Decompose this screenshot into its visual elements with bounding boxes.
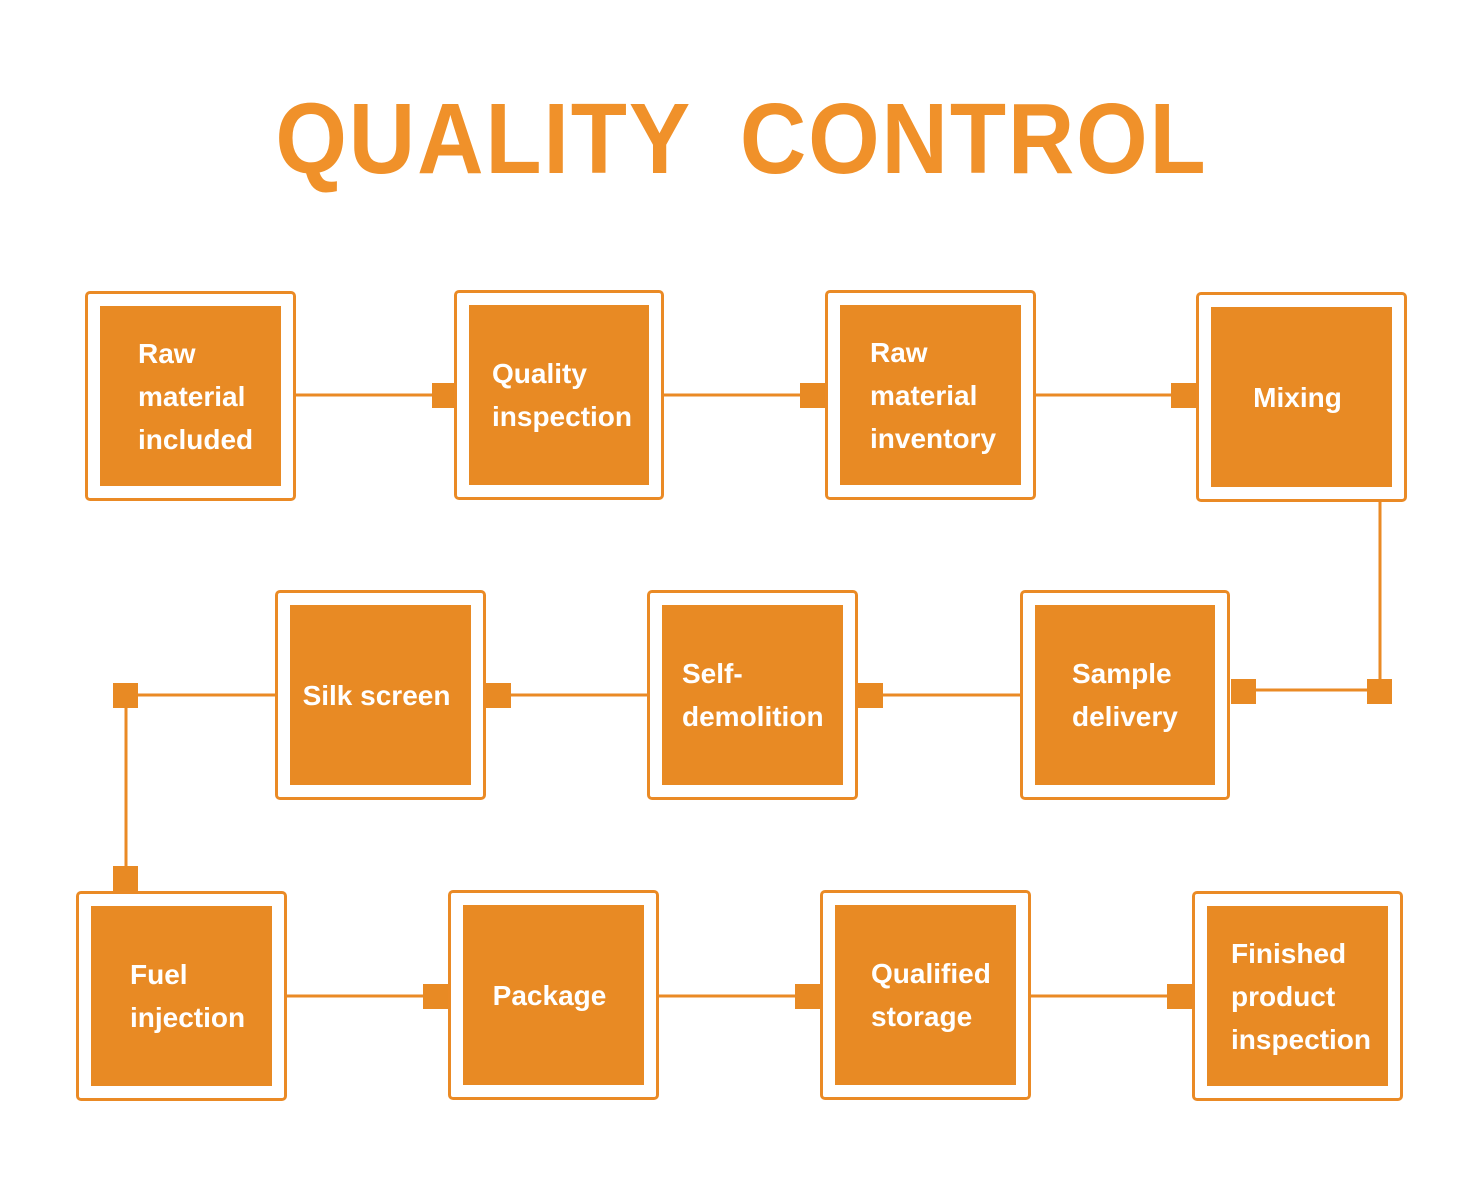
step-label: Raw material included xyxy=(138,337,254,455)
connector-bend-7-8 xyxy=(113,683,138,708)
step-label: Silk screen xyxy=(302,679,451,711)
step-raw-material-included: Raw material included xyxy=(85,291,296,501)
connector-node-2 xyxy=(432,383,457,408)
step-fuel-injection: Fuel injection xyxy=(76,891,287,1101)
connector-node-10 xyxy=(795,984,820,1009)
step-self-demolition: Self- demolition xyxy=(647,590,858,800)
step-label: Fuel injection xyxy=(130,959,246,1033)
step-quality-inspection: Quality inspection xyxy=(454,290,664,500)
connector-node-11 xyxy=(1167,984,1192,1009)
step-label: Raw material inventory xyxy=(870,336,997,454)
step-label: Finished product inspection xyxy=(1231,937,1372,1055)
step-mixing: Mixing xyxy=(1196,292,1407,502)
step-box: Finished product inspection xyxy=(1207,906,1388,1086)
step-box: Quality inspection xyxy=(469,305,649,485)
page-title: QUALITY CONTROL xyxy=(275,83,1208,195)
step-sample-delivery: Sample delivery xyxy=(1020,590,1230,800)
connector-node-5 xyxy=(1231,679,1256,704)
step-label: Package xyxy=(492,979,607,1011)
connector-4-5 xyxy=(1243,502,1382,692)
connector-node-6 xyxy=(858,683,883,708)
step-box: Self- demolition xyxy=(662,605,843,785)
step-label: Qualified storage xyxy=(871,958,991,1032)
step-label: Quality inspection xyxy=(492,358,633,432)
step-box: Raw material inventory xyxy=(840,305,1021,485)
connector-7-8 xyxy=(124,693,275,878)
step-box: Mixing xyxy=(1211,307,1392,487)
step-qualified-storage: Qualified storage xyxy=(820,890,1031,1100)
step-label: Sample delivery xyxy=(1072,658,1178,732)
step-package: Package xyxy=(448,890,659,1100)
step-box: Raw material included xyxy=(100,306,281,486)
step-box: Silk screen xyxy=(290,605,471,785)
step-box: Package xyxy=(463,905,644,1085)
step-silk-screen: Silk screen xyxy=(275,590,486,800)
step-box: Fuel injection xyxy=(91,906,272,1086)
connector-node-8 xyxy=(113,866,138,891)
connector-bend-4-5 xyxy=(1367,679,1392,704)
connector-node-4 xyxy=(1171,383,1196,408)
step-finished-product-inspection: Finished product inspection xyxy=(1192,891,1403,1101)
step-box: Sample delivery xyxy=(1035,605,1215,785)
connector-node-9 xyxy=(423,984,448,1009)
connector-node-3 xyxy=(800,383,825,408)
step-label: Mixing xyxy=(1253,381,1342,413)
step-box: Qualified storage xyxy=(835,905,1016,1085)
connector-node-7 xyxy=(486,683,511,708)
step-raw-material-inventory: Raw material inventory xyxy=(825,290,1036,500)
step-label: Self- demolition xyxy=(682,658,824,732)
